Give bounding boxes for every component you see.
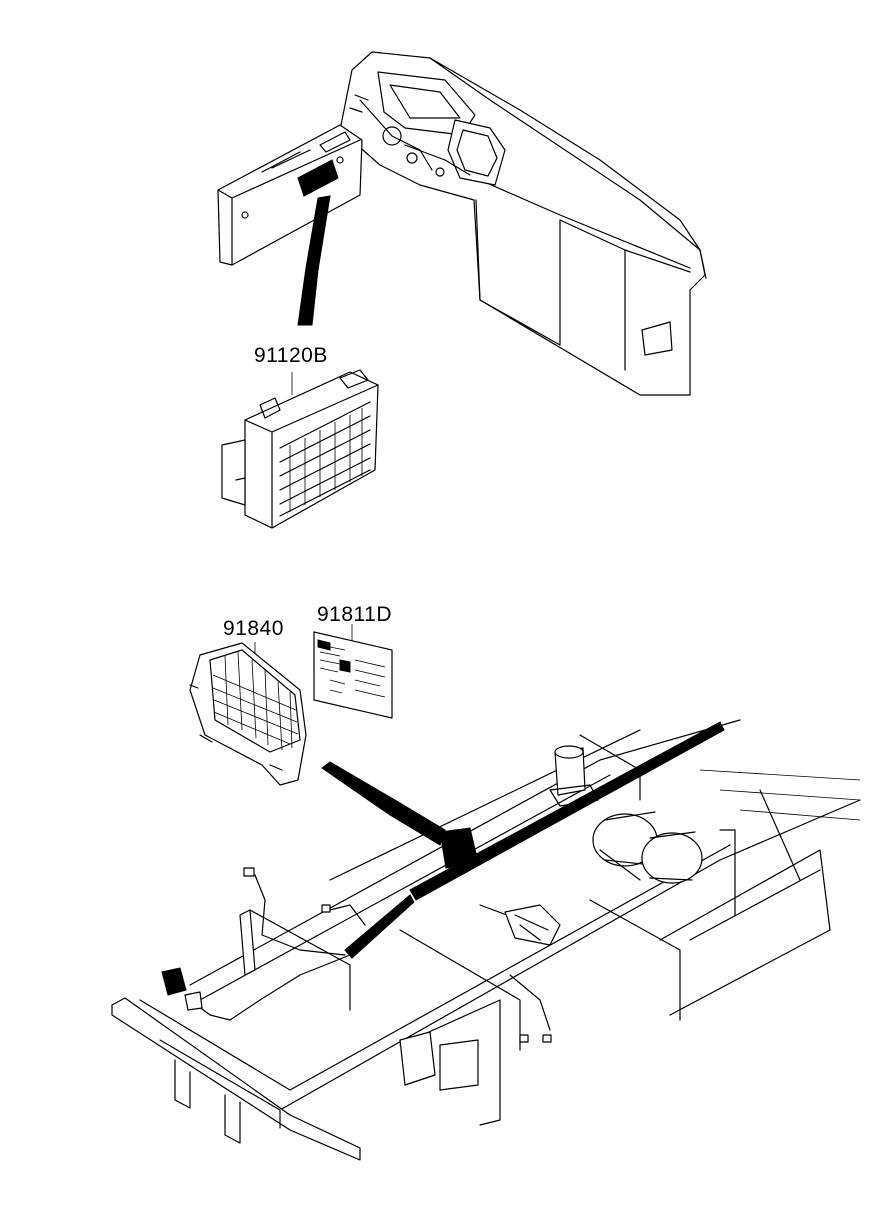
chassis-illustration	[111, 719, 861, 1161]
label-plate-part	[313, 624, 393, 719]
part-number-label-plate: 91811D	[317, 603, 393, 626]
dashboard-illustration	[339, 51, 707, 396]
part-number-fuse-block: 91120B	[254, 344, 328, 367]
fuse-block-part	[221, 369, 379, 529]
relay-box-part	[189, 642, 307, 786]
part-number-relay-box: 91840	[223, 617, 284, 640]
fuse-panel-housing	[217, 124, 363, 326]
